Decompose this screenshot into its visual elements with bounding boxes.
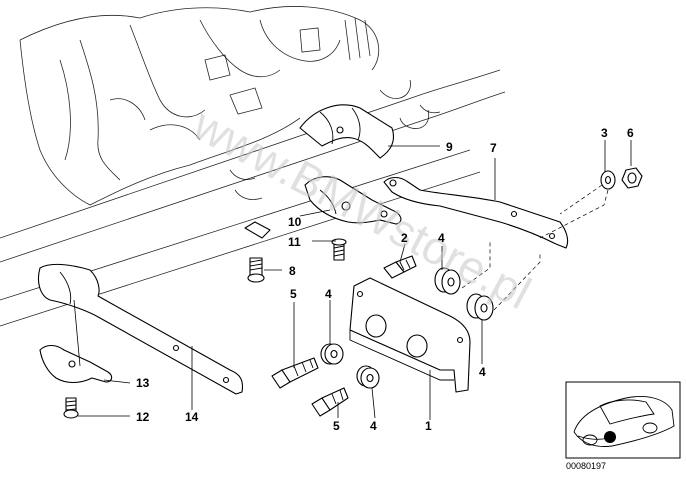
callout-4-lower: 4 bbox=[370, 419, 377, 433]
part-6-nut bbox=[621, 167, 643, 189]
callout-5-upper: 5 bbox=[290, 287, 297, 301]
callout-2: 2 bbox=[401, 231, 408, 245]
callout-13: 13 bbox=[136, 376, 150, 390]
callout-6: 6 bbox=[627, 126, 634, 140]
location-marker-icon bbox=[604, 431, 616, 443]
part-4-washer-b bbox=[356, 365, 380, 389]
part-5-bolt-upper bbox=[271, 357, 319, 389]
callout-5-lower: 5 bbox=[333, 419, 340, 433]
callout-12: 12 bbox=[136, 410, 150, 424]
callout-3: 3 bbox=[601, 126, 608, 140]
transmission-housing-outline bbox=[19, 6, 380, 206]
part-10-pipe-clamp-lower bbox=[304, 176, 402, 225]
callout-9: 9 bbox=[446, 140, 453, 154]
part-2-bolt bbox=[383, 255, 417, 279]
callout-4-upper: 4 bbox=[438, 231, 445, 245]
part-11-bolt bbox=[331, 238, 347, 261]
callout-1: 1 bbox=[425, 419, 432, 433]
part-4-washer-a bbox=[320, 343, 344, 365]
callout-4-right: 4 bbox=[479, 365, 486, 379]
part-7-support-bracket bbox=[383, 176, 569, 249]
part-3-washer bbox=[600, 170, 616, 190]
part-13-clamp bbox=[39, 344, 113, 384]
vehicle-location-inset: 00080197 bbox=[565, 381, 681, 471]
part-14-support-strap bbox=[37, 263, 244, 395]
leader-lines bbox=[73, 140, 632, 420]
callout-14: 14 bbox=[185, 410, 199, 424]
part-5-bolt-lower bbox=[311, 387, 349, 417]
part-4-rubber-mount-right bbox=[466, 293, 494, 321]
callout-labels: 9 7 3 6 10 11 2 4 8 5 4 4 13 12 14 5 4 1 bbox=[136, 126, 634, 433]
assembly-line-3-6 bbox=[539, 184, 609, 239]
callout-4-middle: 4 bbox=[325, 287, 332, 301]
part-9-pipe-clamp-upper bbox=[299, 104, 395, 159]
part-4-rubber-mount-upper bbox=[434, 267, 461, 295]
callout-7: 7 bbox=[490, 141, 497, 155]
assembly-line-mounts bbox=[461, 240, 541, 311]
part-1-mounting-plate bbox=[349, 277, 471, 393]
callout-11: 11 bbox=[288, 235, 301, 249]
callout-8: 8 bbox=[289, 264, 296, 278]
callout-10: 10 bbox=[288, 215, 302, 229]
part-12-bolt bbox=[63, 397, 79, 419]
part-8-stud-bolt bbox=[244, 221, 271, 283]
diagram-reference-number: 00080197 bbox=[566, 461, 606, 471]
